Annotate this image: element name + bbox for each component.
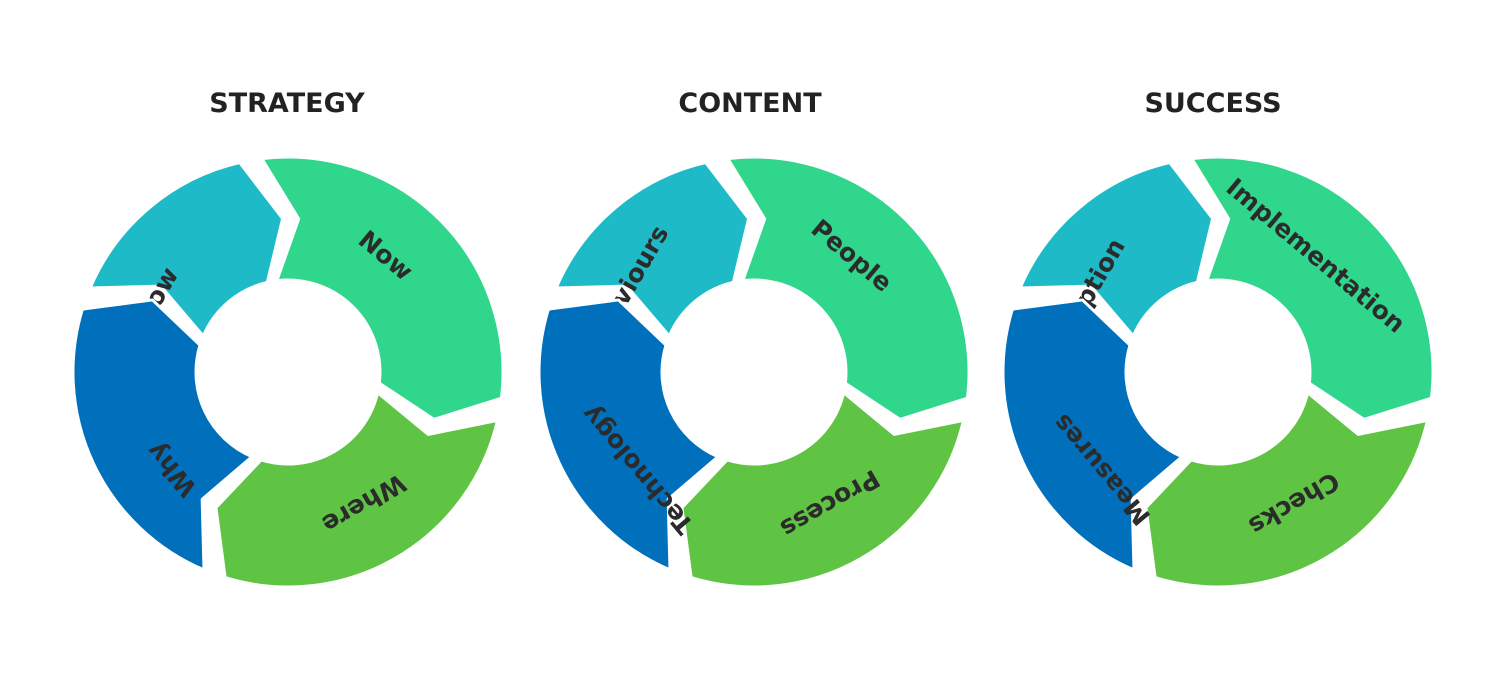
segment-adoption [1018, 161, 1215, 338]
segment-now [260, 155, 505, 421]
content-title: CONTENT [678, 88, 822, 119]
segment-behaviours [554, 161, 751, 338]
segment-process [680, 391, 965, 589]
segment-people [726, 155, 971, 421]
success-title: SUCCESS [1144, 88, 1281, 119]
segment-measures [1001, 298, 1184, 572]
segment-where [214, 391, 499, 589]
segment-how [88, 161, 285, 338]
segment-checks [1144, 391, 1429, 589]
segment-why [71, 298, 254, 572]
segment-technology [537, 298, 720, 572]
segment-implementation [1190, 155, 1435, 421]
strategy-title: STRATEGY [209, 88, 365, 119]
